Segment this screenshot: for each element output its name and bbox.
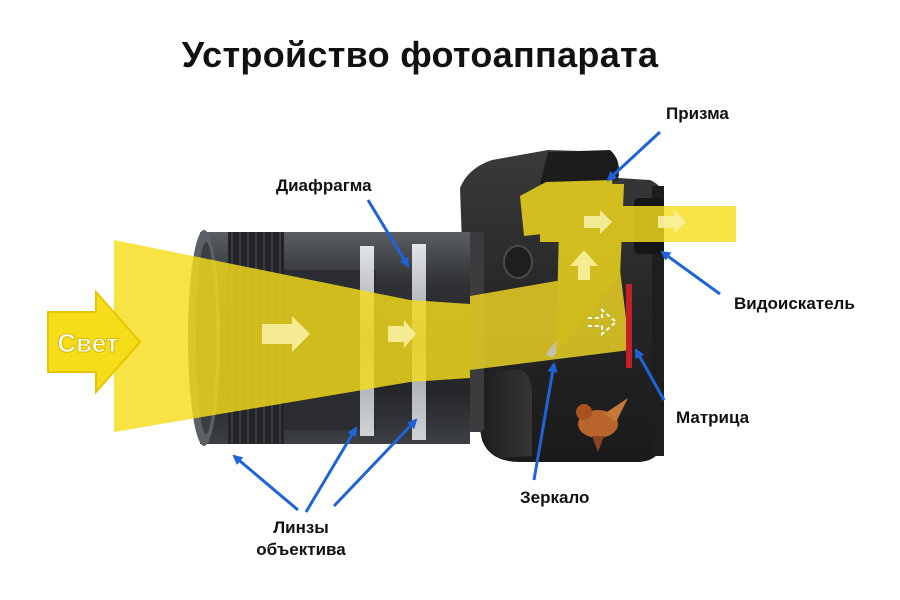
page-title: Устройство фотоаппарата [181, 34, 659, 75]
sensor-dashed-arrow [588, 307, 618, 337]
prism-callout-arrow [606, 130, 662, 182]
lens-callout-arrow-2 [304, 426, 358, 513]
mirror-label: Зеркало [520, 488, 590, 507]
lenses-label: Линзы объектива [236, 518, 366, 560]
diaphragm-callout-arrow [366, 199, 410, 268]
viewfinder-callout-arrow [660, 250, 721, 296]
callout-arrows [232, 130, 721, 513]
lens-callout-arrow-3 [332, 418, 418, 508]
light-arrow-icon [47, 289, 142, 395]
light-path-arrows [262, 210, 686, 352]
sensor-label: Матрица [676, 408, 750, 427]
bird-icon [576, 398, 628, 452]
light-label: Свет [57, 328, 119, 358]
diaphragm-label: Диафрагма [276, 176, 372, 195]
sensor-plate [626, 284, 632, 368]
mirror-callout-arrow [532, 362, 558, 481]
lenses-label-line2: объектива [256, 540, 346, 559]
prism-label: Призма [666, 104, 729, 123]
viewfinder-label: Видоискатель [734, 294, 855, 313]
lenses-label-line1: Линзы [273, 518, 329, 537]
lens-callout-arrow-1 [232, 454, 299, 512]
sensor-callout-arrow [634, 348, 666, 401]
